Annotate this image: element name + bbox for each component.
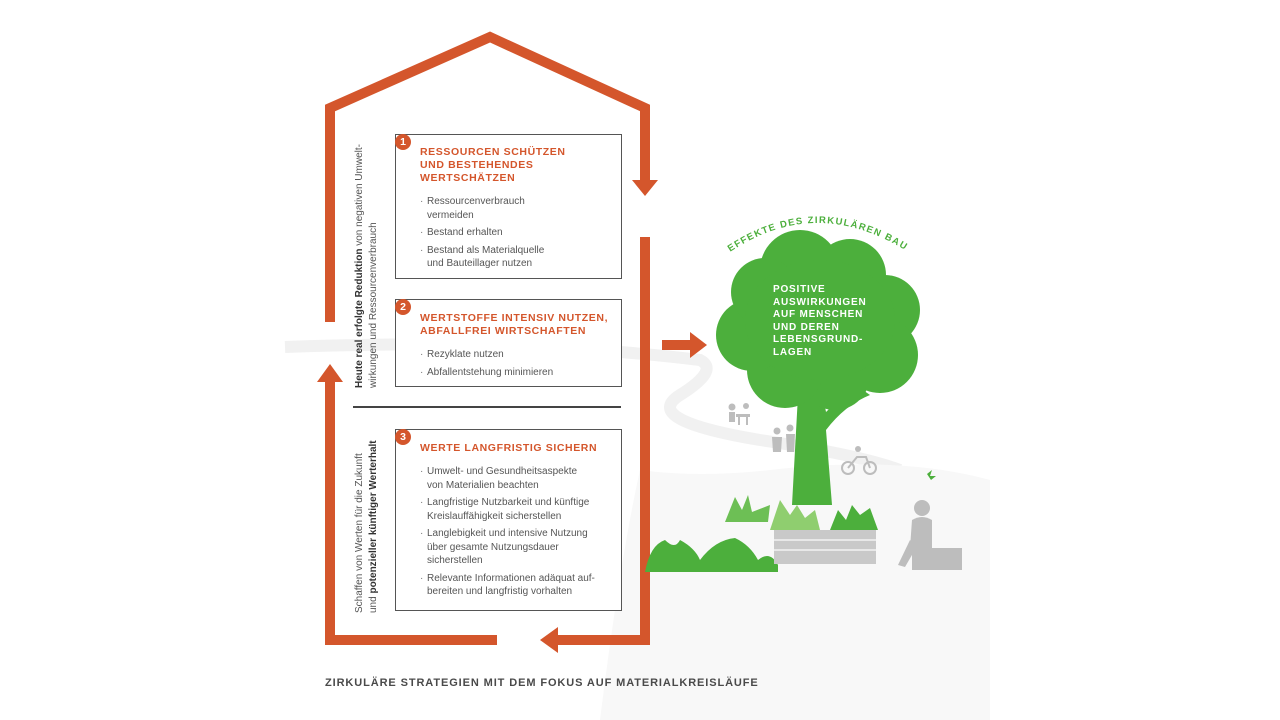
plants-left xyxy=(645,495,778,572)
plants-right xyxy=(770,500,878,530)
arrow-left-head xyxy=(540,627,558,653)
planter-box xyxy=(774,530,876,564)
effect-arrow-shaft xyxy=(662,340,692,350)
side-text-top: Heute real erfolgte Reduktion von negati… xyxy=(353,144,380,388)
strategy-1-list: Ressourcenverbrauch vermeiden Bestand er… xyxy=(420,195,613,271)
strategy-2-title: WERTSTOFFE INTENSIV NUTZEN, ABFALLFREI W… xyxy=(420,312,609,337)
effect-arrow-head xyxy=(690,332,707,358)
strategy-box-1: RESSOURCEN SCHÜTZEN UND BESTEHENDES WERT… xyxy=(395,134,622,279)
strategy-3-number-badge: 3 xyxy=(395,429,411,445)
material-cycle-house-arrow xyxy=(325,31,650,322)
sitting-person-icon xyxy=(898,500,962,570)
tree-effects-text: POSITIVE AUSWIRKUNGEN AUF MENSCHEN UND D… xyxy=(773,284,867,358)
side-text-top-line2: wirkungen und Ressourcenverbrauch xyxy=(367,222,379,388)
cyclist-icon xyxy=(841,446,877,475)
material-cycle-bottom-line xyxy=(325,380,497,645)
strategy-2-list: Rezyklate nutzen Abfallentstehung minimi… xyxy=(420,348,613,379)
strategy-box-2: WERTSTOFFE INTENSIV NUTZEN, ABFALLFREI W… xyxy=(395,299,622,387)
butterfly-icon xyxy=(927,470,936,480)
strategy-1-item: Bestand erhalten xyxy=(420,226,613,240)
side-text-bottom-line2: und potenzieller künftiger Werterhalt xyxy=(367,440,381,613)
strategy-1-item: Ressourcenverbrauch vermeiden xyxy=(420,195,613,222)
people-at-table-icon xyxy=(728,403,750,425)
side-text-top-rest: von negativen Umwelt- xyxy=(354,144,365,249)
strategy-2-item: Abfallentstehung minimieren xyxy=(420,366,613,380)
material-cycle-text: MATERIALKREISLAUF xyxy=(511,43,627,104)
strategy-2-item: Rezyklate nutzen xyxy=(420,348,613,362)
strategy-1-number-badge: 1 xyxy=(395,134,411,150)
strategy-3-item: Relevante Informationen adäquat auf- ber… xyxy=(420,572,613,599)
strategy-box-3: WERTE LANGFRISTIG SICHERN Umwelt- und Ge… xyxy=(395,429,622,611)
strategy-3-item: Langlebigkeit und intensive Nutzung über… xyxy=(420,527,613,568)
strategy-3-item: Langfristige Nutzbarkeit und künftige Kr… xyxy=(420,496,613,523)
section-divider xyxy=(353,406,621,408)
material-cycle-label: MATERIALKREISLAUF xyxy=(511,43,628,104)
side-text-bottom-bold: potenzieller künftiger Werterhalt xyxy=(367,440,379,594)
figure-caption: ZIRKULÄRE STRATEGIEN MIT DEM FOKUS AUF M… xyxy=(325,677,759,689)
side-text-bottom-line1: Schaffen von Werten für die Zukunft xyxy=(354,453,365,613)
tree-illustration xyxy=(716,230,920,505)
arrow-down-head xyxy=(632,180,658,196)
strategy-2-number-badge: 2 xyxy=(395,299,411,315)
side-text-top-bold: Heute real erfolgte Reduktion xyxy=(354,248,365,388)
tree-trunk xyxy=(775,380,870,505)
strategy-3-item: Umwelt- und Gesundheitsaspekte von Mater… xyxy=(420,465,613,492)
strategy-1-title: RESSOURCEN SCHÜTZEN UND BESTEHENDES WERT… xyxy=(420,146,566,184)
side-text-bottom-pre: und xyxy=(367,593,379,613)
elderly-couple-icon xyxy=(772,424,795,452)
side-text-bottom: Schaffen von Werten für die Zukunft und … xyxy=(353,440,380,613)
tree-crown xyxy=(716,230,920,410)
strategy-3-list: Umwelt- und Gesundheitsaspekte von Mater… xyxy=(420,465,613,599)
material-cycle-lower-arrow xyxy=(556,237,650,645)
arrow-up-head xyxy=(317,364,343,382)
strategy-1-item: Bestand als Materialquelle und Bauteilla… xyxy=(420,244,613,271)
background-path-lower xyxy=(600,464,990,720)
strategy-3-title: WERTE LANGFRISTIG SICHERN xyxy=(420,442,598,454)
side-text-top-line1: Heute real erfolgte Reduktion von negati… xyxy=(353,144,367,388)
